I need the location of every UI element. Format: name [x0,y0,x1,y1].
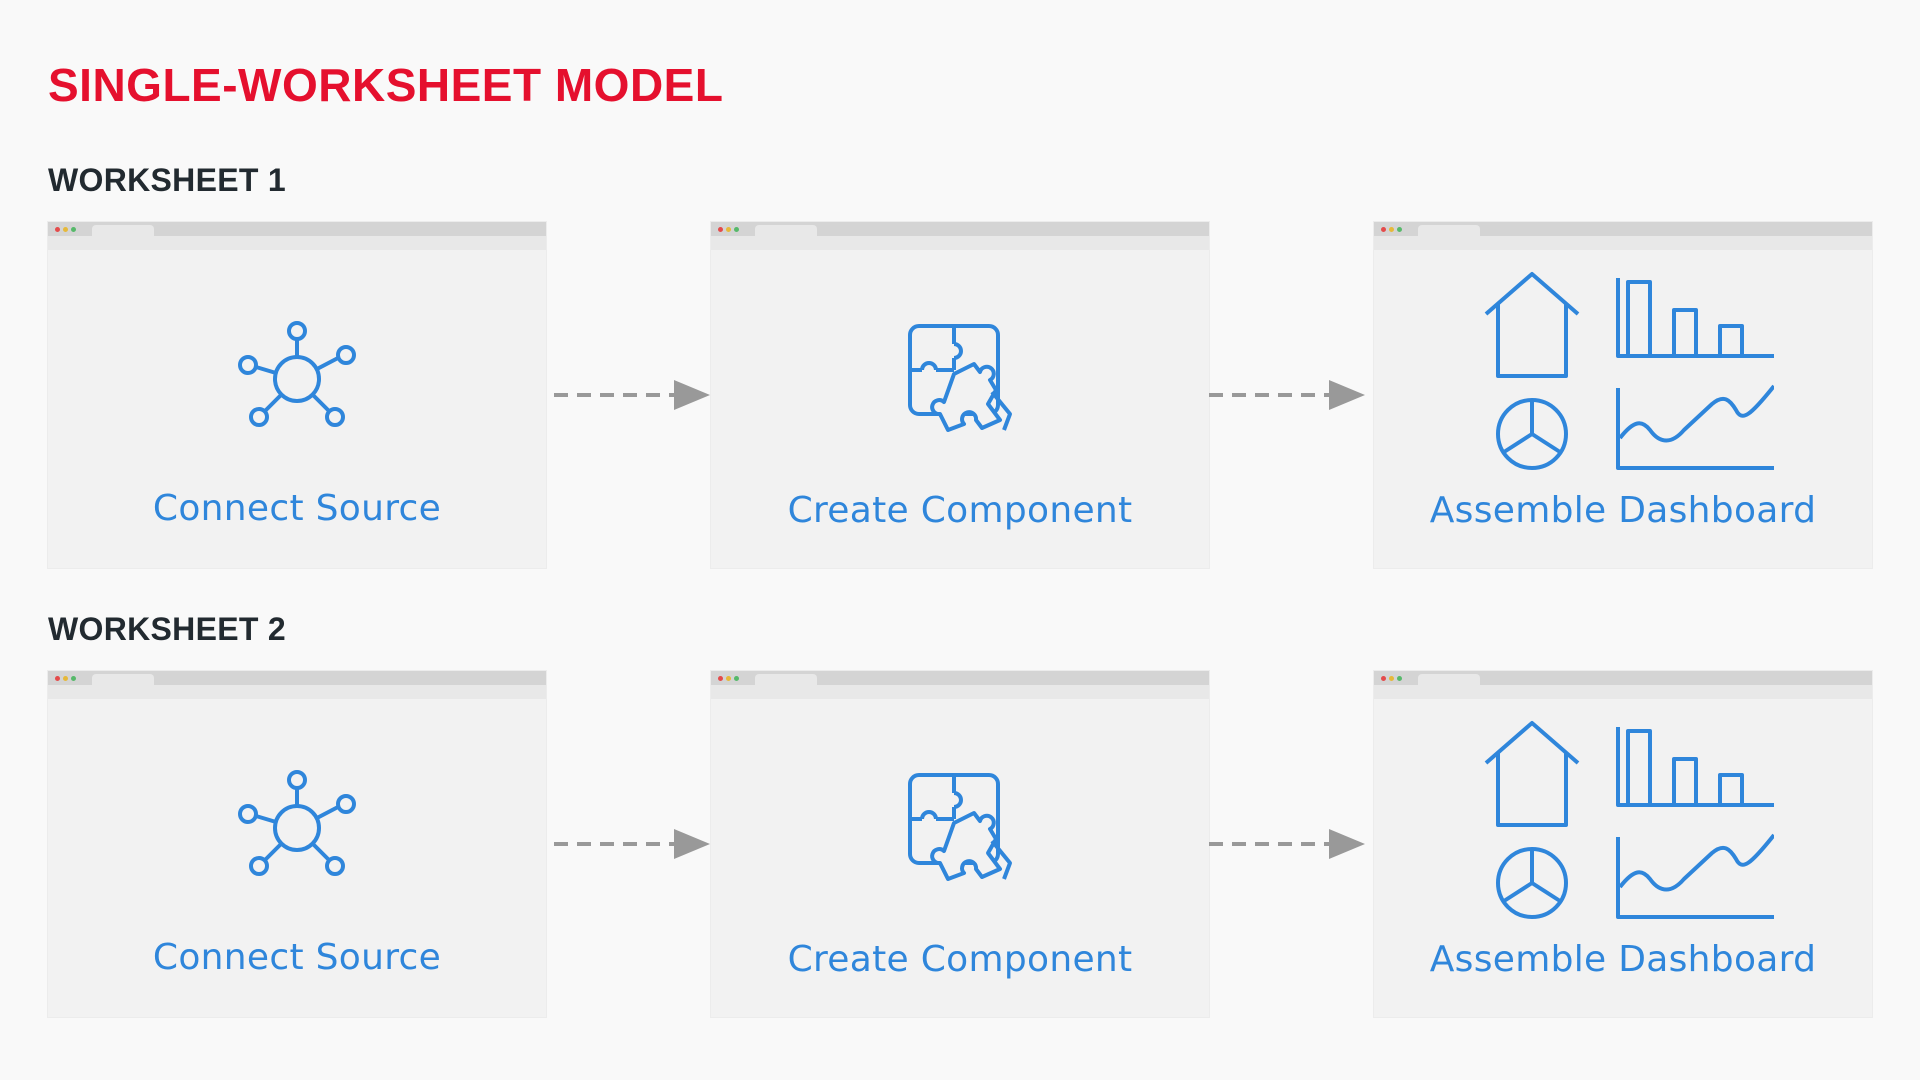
minimize-dot-icon [1389,227,1394,232]
step-label-connect-source: Connect Source [152,937,442,978]
step-label-create-component: Create Component [787,939,1133,980]
dashboard-widgets-icon [1484,272,1774,470]
close-dot-icon [718,676,723,681]
close-dot-icon [55,676,60,681]
puzzle-pieces-icon [908,773,1012,881]
assemble-dashboard-window[interactable]: Assemble Dashboard [1374,671,1872,1017]
browser-tab [92,674,154,685]
maximize-dot-icon [71,227,76,232]
maximize-dot-icon [71,676,76,681]
worksheet-2-label: WORKSHEET 2 [48,611,286,647]
create-component-window[interactable]: Create Component [711,222,1209,568]
window-title-bar [711,671,1209,685]
close-dot-icon [1381,227,1386,232]
minimize-dot-icon [63,227,68,232]
window-title-bar [48,671,546,685]
window-address-strip [48,236,546,250]
window-address-strip [1374,236,1872,250]
maximize-dot-icon [734,676,739,681]
browser-tab [92,225,154,236]
create-component-window[interactable]: Create Component [711,671,1209,1017]
worksheet-2-flow: Connect Source Create Co [0,671,1920,1019]
assemble-dashboard-window[interactable]: Assemble Dashboard [1374,222,1872,568]
maximize-dot-icon [734,227,739,232]
maximize-dot-icon [1397,227,1402,232]
maximize-dot-icon [1397,676,1402,681]
network-hub-icon [238,321,356,427]
window-address-strip [711,236,1209,250]
step-label-create-component: Create Component [787,490,1133,531]
minimize-dot-icon [726,676,731,681]
connect-source-window[interactable]: Connect Source [48,222,546,568]
network-hub-icon [238,770,356,876]
browser-tab [755,674,817,685]
window-title-bar [1374,671,1872,685]
window-address-strip [711,685,1209,699]
arrow-right-icon [1209,380,1365,410]
close-dot-icon [1381,676,1386,681]
arrow-right-icon [554,829,710,859]
window-address-strip [1374,685,1872,699]
arrow-right-icon [1209,829,1365,859]
browser-tab [755,225,817,236]
window-address-strip [48,685,546,699]
worksheet-1-label: WORKSHEET 1 [48,162,286,198]
worksheet-1-flow: Connect Source Create Co [0,222,1920,570]
close-dot-icon [55,227,60,232]
step-label-connect-source: Connect Source [152,488,442,529]
minimize-dot-icon [1389,676,1394,681]
page-title: SINGLE-WORKSHEET MODEL [48,59,724,111]
window-title-bar [1374,222,1872,236]
browser-tab [1418,225,1480,236]
window-title-bar [48,222,546,236]
arrow-right-icon [554,380,710,410]
window-title-bar [711,222,1209,236]
puzzle-pieces-icon [908,324,1012,432]
browser-tab [1418,674,1480,685]
minimize-dot-icon [726,227,731,232]
close-dot-icon [718,227,723,232]
minimize-dot-icon [63,676,68,681]
step-label-assemble-dashboard: Assemble Dashboard [1429,939,1817,980]
dashboard-widgets-icon [1484,721,1774,919]
step-label-assemble-dashboard: Assemble Dashboard [1429,490,1817,531]
connect-source-window[interactable]: Connect Source [48,671,546,1017]
